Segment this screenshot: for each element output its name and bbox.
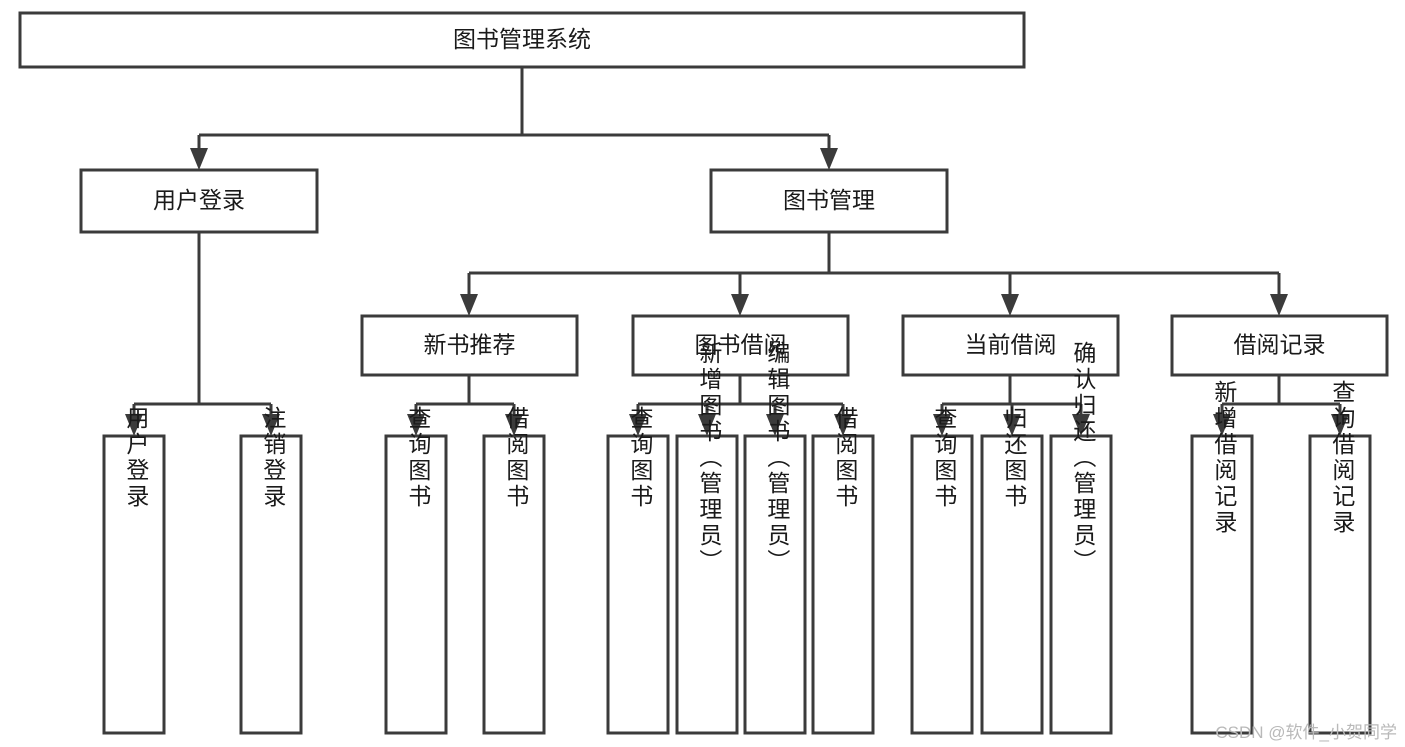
edge-connector-bus-l1b [469,232,1279,275]
node-label-leaf10: 归还图书 [1001,406,1028,510]
arrowhead [698,414,716,436]
node-box-leaf4[interactable] [482,434,546,735]
node-l2b[interactable]: 图书借阅 [631,314,850,377]
arrowhead [1270,294,1288,316]
node-leaf11[interactable]: 确认归还（管理员） [1049,341,1113,735]
node-box-leaf9[interactable] [910,434,974,735]
node-label-leaf13: 查询借阅记录 [1329,380,1356,536]
node-box-leaf1[interactable] [102,434,166,735]
arrowhead [834,414,852,436]
node-label-leaf1: 用户登录 [123,406,150,510]
node-leaf8[interactable]: 借阅图书 [811,406,875,735]
arrowhead [1001,294,1019,316]
arrowhead [460,294,478,316]
node-leaf10[interactable]: 归还图书 [980,406,1044,735]
node-label-leaf8: 借阅图书 [832,406,859,510]
csdn-watermark: CSDN @软件_小贺同学 [1215,723,1397,742]
edge-connector-bus-l2a [416,375,514,406]
node-leaf1[interactable]: 用户登录 [102,406,166,735]
edge-connector-bus-l2c [942,375,1081,406]
node-box-l1b[interactable] [709,168,949,234]
node-l1a[interactable]: 用户登录 [79,168,319,234]
node-label-leaf11: 确认归还（管理员） [1070,341,1097,575]
node-leaf5[interactable]: 查询图书 [606,406,670,735]
node-label-l1b: 图书管理 [783,187,875,213]
node-box-leaf12[interactable] [1190,434,1254,735]
node-leaf12[interactable]: 新增借阅记录 [1190,380,1254,735]
node-box-leaf6[interactable] [675,434,739,735]
arrowhead [820,148,838,170]
arrowhead [1003,414,1021,436]
node-label-l2a: 新书推荐 [424,332,516,358]
node-box-l2a[interactable] [360,314,579,377]
arrowhead [125,414,143,436]
arrowhead [766,414,784,436]
node-l2d[interactable]: 借阅记录 [1170,314,1389,377]
node-l1b[interactable]: 图书管理 [709,168,949,234]
node-box-leaf2[interactable] [239,434,303,735]
node-root[interactable]: 图书管理系统 [18,11,1026,69]
node-label-leaf9: 查询图书 [931,406,958,510]
node-leaf3[interactable]: 查询图书 [384,406,448,735]
node-label-root: 图书管理系统 [453,26,591,52]
node-box-leaf5[interactable] [606,434,670,735]
node-leaf9[interactable]: 查询图书 [910,406,974,735]
arrowhead [1213,414,1231,436]
node-label-leaf6: 新增图书（管理员） [696,341,723,575]
nodes-layer: 图书管理系统用户登录图书管理新书推荐图书借阅当前借阅借阅记录用户登录注销登录查询… [18,11,1389,735]
node-label-l1a: 用户登录 [153,187,245,213]
node-box-leaf3[interactable] [384,434,448,735]
node-box-l1a[interactable] [79,168,319,234]
node-label-l2b: 图书借阅 [695,332,787,358]
arrowhead [933,414,951,436]
arrowhead [629,414,647,436]
node-label-l2c: 当前借阅 [965,332,1057,358]
edge-connector-bus-l1a [134,232,271,406]
node-leaf7[interactable]: 编辑图书（管理员） [743,341,807,735]
node-leaf4[interactable]: 借阅图书 [482,406,546,735]
node-box-leaf11[interactable] [1049,434,1113,735]
node-leaf13[interactable]: 查询借阅记录 [1308,380,1372,735]
arrowhead [190,148,208,170]
node-l2c[interactable]: 当前借阅 [901,314,1120,377]
node-box-leaf10[interactable] [980,434,1044,735]
node-label-leaf7: 编辑图书（管理员） [764,341,791,575]
node-box-l2d[interactable] [1170,314,1389,377]
arrowhead [505,414,523,436]
node-box-l2b[interactable] [631,314,850,377]
node-box-leaf8[interactable] [811,434,875,735]
node-box-leaf13[interactable] [1308,434,1372,735]
node-l2a[interactable]: 新书推荐 [360,314,579,377]
arrowhead [1331,414,1349,436]
node-leaf2[interactable]: 注销登录 [239,406,303,735]
node-label-leaf2: 注销登录 [260,406,287,510]
node-box-l2c[interactable] [901,314,1120,377]
node-label-leaf4: 借阅图书 [503,406,530,510]
node-leaf6[interactable]: 新增图书（管理员） [675,341,739,735]
node-box-root[interactable] [18,11,1026,69]
arrowhead [262,414,280,436]
arrowhead [731,294,749,316]
arrowheads-layer [125,148,1349,436]
node-box-leaf7[interactable] [743,434,807,735]
node-label-leaf5: 查询图书 [627,406,654,510]
arrowhead [407,414,425,436]
node-label-leaf3: 查询图书 [405,406,432,510]
node-label-l2d: 借阅记录 [1234,332,1326,358]
edge-connector-bus-root [199,67,829,137]
edge-connector-bus-l2b [638,375,843,406]
arrowhead [1072,414,1090,436]
edge-connector-bus-l2d [1222,375,1340,406]
node-label-leaf12: 新增借阅记录 [1211,380,1238,536]
